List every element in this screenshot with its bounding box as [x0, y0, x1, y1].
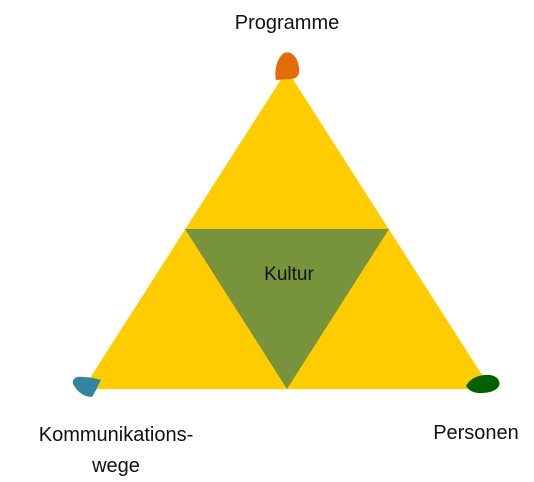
right-marker-icon [466, 374, 500, 393]
inner-triangle-kultur [185, 229, 389, 389]
label-kommunikationswege: Kommunikations-wege [0, 420, 232, 482]
label-kultur: Kultur [264, 264, 314, 285]
label-kommunikationswege-text: Kommunikations-wege [38, 424, 194, 477]
top-marker-icon [275, 52, 300, 80]
left-marker-icon [72, 376, 101, 397]
label-personen: Personen [433, 422, 519, 444]
label-programme: Programme [234, 12, 340, 34]
